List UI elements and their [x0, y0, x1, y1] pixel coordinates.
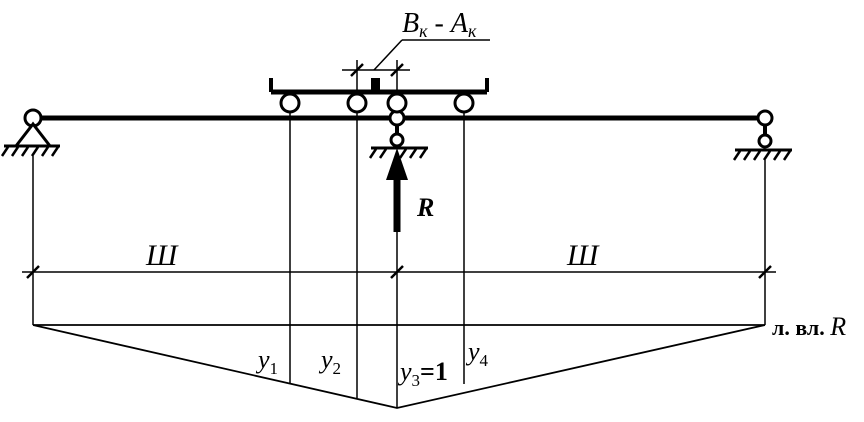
wheel-1 — [279, 92, 301, 114]
span-dimension — [22, 265, 776, 279]
wheel-3 — [386, 92, 408, 114]
left-support — [0, 108, 60, 157]
span-left-label: Ш — [145, 239, 179, 272]
ordinate-y1: y1 — [255, 345, 278, 378]
dimension-label: Bк - Aк — [402, 8, 477, 41]
top-dimension — [342, 39, 490, 94]
force-label: R — [416, 193, 434, 222]
ordinate-y2: y2 — [318, 345, 341, 378]
right-support — [732, 109, 792, 161]
reaction-arrow — [386, 148, 408, 232]
wheels — [279, 92, 475, 114]
influence-line-label: л. вл. R — [772, 312, 846, 341]
ordinate-y4: y4 — [465, 337, 489, 370]
ordinate-y3: y3=1 — [397, 357, 448, 390]
wheel-4 — [453, 92, 475, 114]
bogie — [269, 78, 489, 95]
wheel-2 — [346, 92, 368, 114]
span-right-label: Ш — [566, 239, 600, 272]
projection-lines — [32, 112, 766, 408]
influence-line — [32, 324, 766, 409]
